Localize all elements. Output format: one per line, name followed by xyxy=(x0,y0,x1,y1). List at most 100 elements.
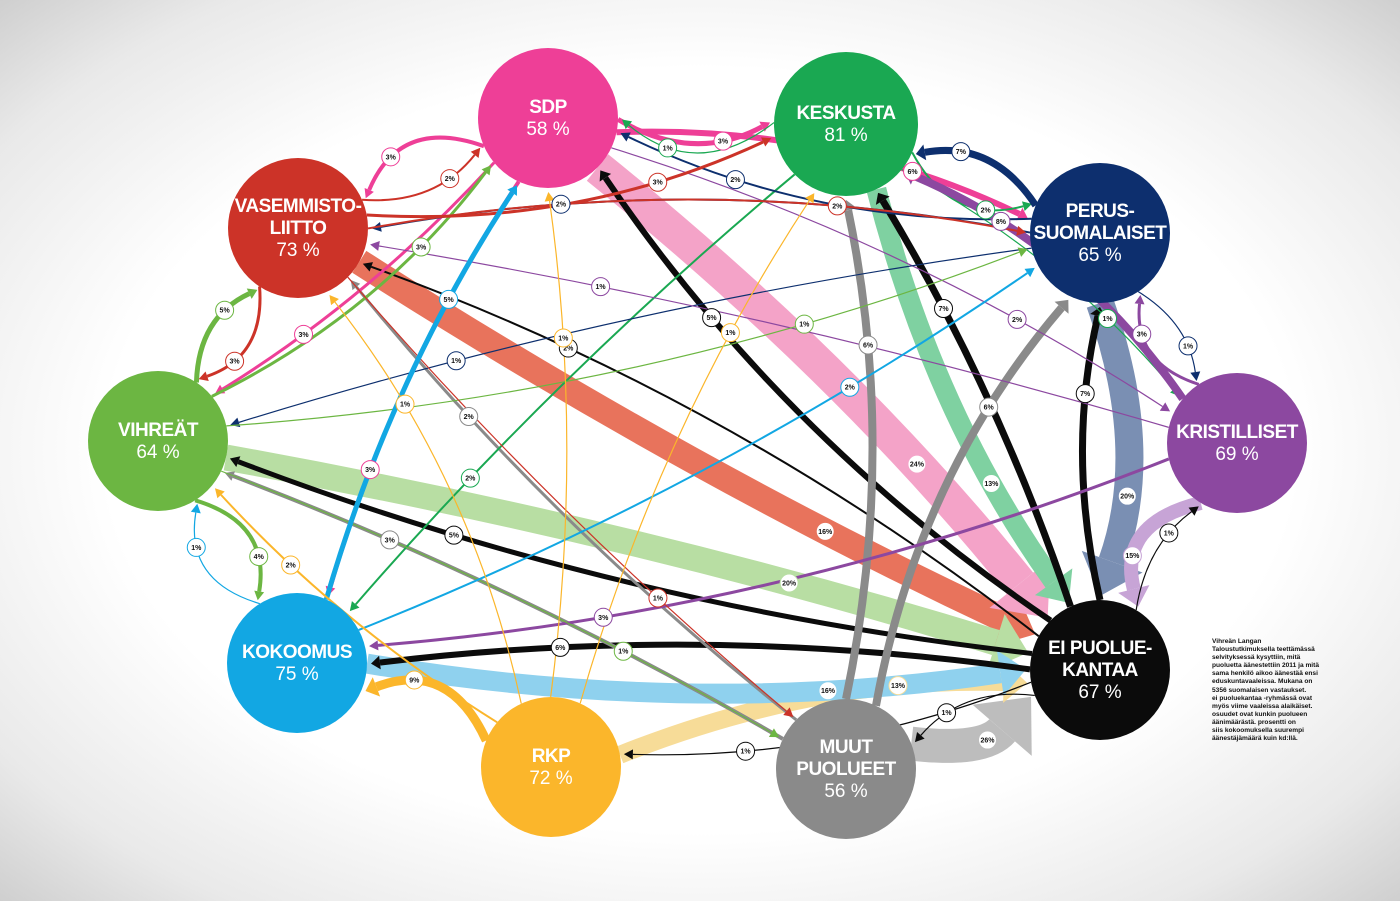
flow-label: 13% xyxy=(888,676,908,696)
flow-label: 6% xyxy=(858,335,878,355)
flow-muut_puolueet-to-perussuomalaiset xyxy=(872,299,1069,707)
flow-label-text: 15% xyxy=(1125,553,1140,560)
flow-label: 1% xyxy=(395,394,415,414)
flow-sdp-to-vasemmistoliitto xyxy=(364,135,485,199)
flow-label-text: 2% xyxy=(445,176,456,183)
flow-label-text: 3% xyxy=(416,245,427,252)
flow-label-text: 2% xyxy=(465,476,476,483)
flow-label: 1% xyxy=(1178,336,1198,356)
flow-label-text: 1% xyxy=(725,330,736,337)
flow-label-text: 1% xyxy=(1183,343,1194,350)
flow-label: 3% xyxy=(713,131,733,151)
flow-label-text: 7% xyxy=(956,149,967,156)
flow-label: 6% xyxy=(903,161,923,181)
flow-vasemmistoliitto-to-vihreat xyxy=(198,286,262,381)
flow-kokoomus-to-vihreat xyxy=(190,503,261,605)
node-percent-text: 69 % xyxy=(1215,444,1258,465)
flow-label-text: 8% xyxy=(996,219,1007,226)
flow-label-text: 2% xyxy=(845,385,856,392)
flow-ei_puoluekantaa-to-sdp xyxy=(599,170,1053,623)
flow-rkp-to-vasemmistoliitto xyxy=(329,294,522,704)
flow-label-text: 20% xyxy=(1120,494,1135,501)
flow-label: 3% xyxy=(381,147,401,167)
flow-label-text: 13% xyxy=(984,481,999,488)
node-name-text: RKP xyxy=(532,746,571,767)
flow-label: 2% xyxy=(460,468,480,488)
flow-label-text: 2% xyxy=(563,346,574,353)
node-percent-text: 72 % xyxy=(529,768,572,789)
flow-rkp-to-kokoomus xyxy=(365,675,491,743)
flow-label: 1% xyxy=(720,323,740,343)
node-name-text: KANTAA xyxy=(1062,660,1139,681)
flow-label: 3% xyxy=(648,172,668,192)
flow-label-text: 3% xyxy=(230,359,241,366)
flow-label: 8% xyxy=(991,211,1011,231)
flow-ei_puoluekantaa-to-kokoomus xyxy=(370,641,1031,673)
flow-label: 1% xyxy=(937,703,957,723)
flow-labels: 16%24%13%20%15%20%26%13%16%5%7%7%6%5%2%1… xyxy=(186,131,1198,761)
flow-label-text: 1% xyxy=(451,358,462,365)
flow-label-text: 1% xyxy=(596,284,607,291)
flow-label: 2% xyxy=(551,194,571,214)
flow-label: 13% xyxy=(981,473,1001,493)
flow-label-text: 4% xyxy=(254,554,265,561)
flow-label-text: 1% xyxy=(191,545,202,552)
flow-label: 3% xyxy=(225,351,245,371)
flow-perussuomalaiset-to-keskusta xyxy=(915,144,1039,208)
flow-ei_puoluekantaa-to-keskusta xyxy=(875,192,1074,608)
flow-label: 1% xyxy=(591,277,611,297)
flow-label: 2% xyxy=(459,407,479,427)
flow-kristilliset-to-vasemmistoliitto xyxy=(370,241,1169,428)
node-percent-text: 81 % xyxy=(824,125,867,146)
flow-label-text: 3% xyxy=(365,467,376,474)
flow-label-text: 13% xyxy=(891,683,906,690)
flow-label: 15% xyxy=(1122,546,1142,566)
node-percent-text: 56 % xyxy=(824,781,867,802)
flow-kristilliset-to-ei_puoluekantaa xyxy=(1118,496,1203,607)
node-name-text: KRISTILLISET xyxy=(1176,422,1299,443)
flow-label-text: 2% xyxy=(286,562,297,569)
flow-label-text: 3% xyxy=(1137,332,1148,339)
flow-label-text: 2% xyxy=(981,207,992,214)
flow-label: 1% xyxy=(648,588,668,608)
node-percent-text: 75 % xyxy=(275,664,318,685)
flow-vihreat-to-muut_puolueet xyxy=(220,470,780,738)
flow-label: 7% xyxy=(1075,384,1095,404)
flow-perussuomalaiset-to-kristilliset xyxy=(1137,291,1201,382)
flow-label: 2% xyxy=(976,200,996,220)
flow-perussuomalaiset-to-sdp xyxy=(620,132,1032,221)
flow-label: 1% xyxy=(1098,309,1118,329)
flow-label: 3% xyxy=(411,237,431,257)
node-name-text: EI PUOLUE- xyxy=(1048,638,1152,659)
flow-label-text: 3% xyxy=(598,615,609,622)
node-name-text: MUUT xyxy=(820,737,874,758)
node-percent-text: 58 % xyxy=(526,119,569,140)
flow-label-text: 26% xyxy=(980,738,995,745)
flow-label-text: 2% xyxy=(832,203,843,210)
flow-label: 4% xyxy=(249,547,269,567)
flow-label-text: 16% xyxy=(818,529,833,536)
flow-label: 26% xyxy=(977,730,997,750)
flow-label-text: 7% xyxy=(1080,391,1091,398)
flow-label-text: 6% xyxy=(907,169,918,176)
flow-label: 2% xyxy=(725,170,745,190)
flow-kokoomus-to-perussuomalaiset xyxy=(358,267,1035,631)
flow-label: 1% xyxy=(446,351,466,371)
node-name-text: LIITTO xyxy=(270,218,327,239)
flow-label: 2% xyxy=(1007,309,1027,329)
flow-label: 2% xyxy=(281,555,301,575)
flow-ei_puoluekantaa-to-muut_puolueet xyxy=(914,693,1035,743)
flow-label-text: 7% xyxy=(938,306,949,313)
node-name-text: KOKOOMUS xyxy=(242,642,352,663)
flow-keskusta-to-sdp xyxy=(621,119,775,154)
flow-ei_puoluekantaa-to-vasemmistoliitto xyxy=(362,262,1040,638)
node-name-text: PERUS- xyxy=(1066,201,1135,222)
node-name-text: VIHREÄT xyxy=(118,420,199,441)
flow-kokoomus-to-sdp xyxy=(323,185,518,601)
flow-label-text: 6% xyxy=(555,645,566,652)
